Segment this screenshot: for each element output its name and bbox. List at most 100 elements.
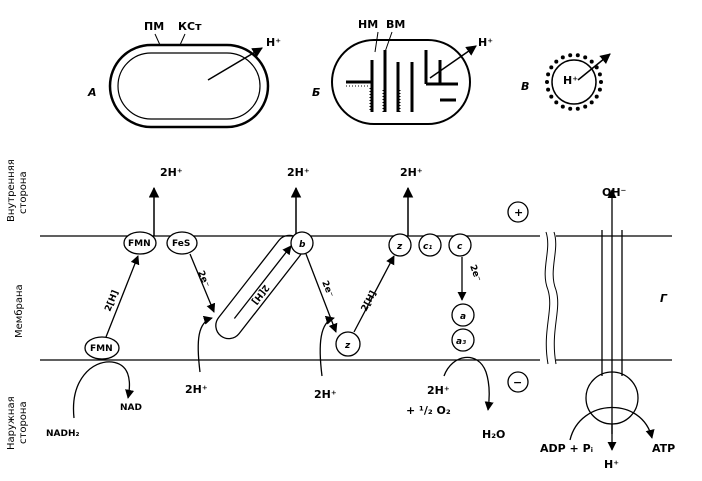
membrane-label: Мембрана: [14, 284, 25, 338]
minus-charge: [507, 371, 529, 393]
nadh-label: NADH₂: [46, 429, 80, 439]
vesicle-particle: [560, 55, 565, 60]
panel-v: H⁺ В: [521, 53, 611, 111]
fmn-top-label: FMN: [128, 239, 151, 249]
inner-side-label-line1: Внутренняя: [6, 159, 17, 222]
proton-in-curve-2: [319, 315, 335, 377]
nm-leader: [374, 31, 379, 53]
vesicle-particle: [599, 80, 603, 84]
oxygen-water-curve: [443, 356, 494, 411]
cyt-a3-node: [451, 328, 475, 352]
pm-label: ПМ: [144, 20, 164, 33]
vesicle-particle: [545, 80, 549, 84]
nad-label: NAD: [120, 403, 142, 413]
outer-side-label-line2: сторона: [18, 401, 29, 444]
proton-arrow-b: [429, 45, 477, 79]
vesicle-particle: [589, 59, 594, 64]
vesicle-particle: [575, 106, 580, 111]
vesicle-particle: [554, 100, 559, 105]
atp-label: ATP: [652, 442, 675, 455]
z-top-node: [388, 233, 412, 257]
proton-label-a: H⁺: [266, 36, 281, 49]
vesicle-particle: [583, 55, 588, 60]
pm-leader: [154, 33, 161, 46]
fes-node: [166, 231, 198, 255]
panel-label-g: Г: [660, 292, 668, 305]
vesicle-particle: [597, 72, 602, 77]
vesicle-particle: [549, 94, 554, 99]
minus-charge-label: −: [513, 376, 522, 389]
proton-in-curve-1: [197, 315, 213, 373]
fmn-to-fmn-arrow: [105, 255, 140, 338]
cell-wall-outline: [108, 43, 270, 129]
fmn-top-node: [123, 231, 157, 255]
e-label-1: 2e⁻: [195, 269, 211, 289]
panel-label-a: А: [87, 86, 97, 99]
cyt-a3-label: a₃: [456, 337, 466, 347]
q-shuttle: 2[H]: [215, 234, 303, 340]
panel-a: ПМ КСт H⁺ А: [87, 20, 281, 129]
cristae-particles: [346, 85, 401, 112]
fes-label: FeS: [172, 239, 190, 249]
z-top-label: z: [396, 242, 403, 252]
cyt-b-label: b: [299, 240, 306, 250]
nadh-nad-curve: [72, 361, 135, 419]
oh-label: OH⁻: [602, 186, 627, 199]
z-to-z-arrow: [353, 255, 395, 333]
proton-bottom-2: 2H⁺: [314, 388, 337, 401]
proton-top-3: 2H⁺: [400, 166, 423, 179]
cyt-b-node: [290, 231, 314, 255]
cyt-c-label: c: [457, 242, 463, 252]
outer-side-label-line1: Наружная: [6, 396, 17, 450]
vm-leader: [384, 31, 393, 53]
water-label: H₂O: [482, 428, 505, 441]
cyt-c1-label: c₁: [423, 242, 432, 252]
vesicle-particle: [594, 94, 599, 99]
cyt-c-node: [448, 233, 472, 257]
panel-label-b: Б: [312, 86, 320, 99]
outer-membrane-outline: [331, 39, 471, 125]
h2-label-1: 2[H]: [104, 289, 122, 313]
proton-arrow-v: [577, 53, 611, 81]
oxygen-label: + ¹/₂ O₂: [406, 404, 451, 417]
vesicle-particles: [545, 53, 603, 111]
vesicle-particle: [560, 104, 565, 109]
h2-label-3: 2[H]: [360, 289, 379, 313]
cyt-c1-node: [418, 233, 442, 257]
plus-charge: [507, 201, 529, 223]
vesicle-particle: [546, 87, 551, 92]
proton-label-b: H⁺: [478, 36, 493, 49]
adp-label: ADP + Pᵢ: [540, 442, 593, 455]
vesicle-particle: [583, 104, 588, 109]
h-out-label: H⁺: [604, 458, 619, 471]
vesicle-particle: [597, 87, 602, 92]
break-mark: [544, 231, 551, 365]
plasma-membrane-outline: [117, 52, 261, 120]
vm-label: ВМ: [386, 18, 405, 31]
adp-atp-curve: [569, 406, 655, 441]
proton-label-v: H⁺: [563, 74, 578, 87]
fes-to-z-arrow: [189, 253, 216, 313]
z-bottom-node: [335, 331, 361, 357]
fmn-bottom-node: [84, 336, 120, 360]
vesicle-membrane: [551, 59, 597, 105]
panel-label-v: В: [521, 80, 529, 93]
proton-bottom-3: 2H⁺: [427, 384, 450, 397]
fmn-bottom-label: FMN: [90, 344, 113, 354]
vesicle-particle: [568, 106, 573, 111]
vesicle-particle: [546, 72, 551, 77]
kst-label: КСт: [178, 20, 202, 33]
panel-b: НМ ВМ H⁺ Б: [312, 18, 493, 125]
kst-leader: [179, 33, 186, 46]
vesicle-particle: [568, 53, 573, 58]
proton-top-2: 2H⁺: [287, 166, 310, 179]
vesicle-particle: [549, 65, 554, 70]
atp-synthase: [569, 189, 655, 451]
vesicle-particle: [575, 53, 580, 58]
e-label-3: 2e⁻: [467, 264, 482, 284]
proton-arrow-a: [207, 47, 263, 81]
cyt-a-label: a: [460, 312, 466, 322]
nm-label: НМ: [358, 18, 378, 31]
proton-bottom-1: 2H⁺: [185, 383, 208, 396]
